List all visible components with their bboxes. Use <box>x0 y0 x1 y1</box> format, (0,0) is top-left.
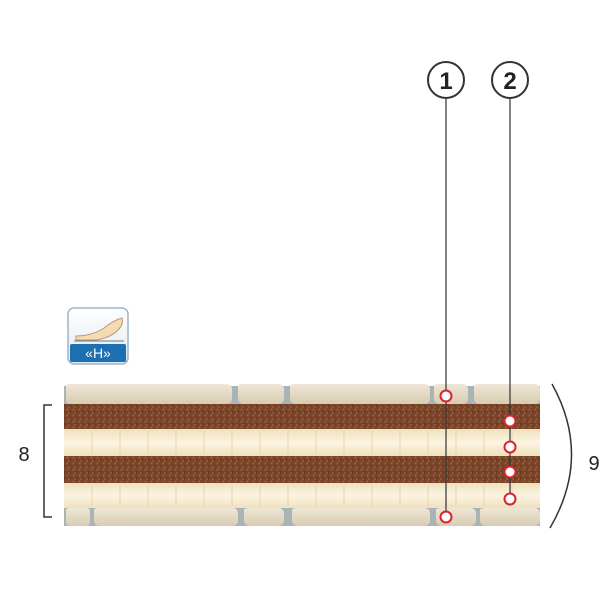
coir-layer-top <box>64 404 540 429</box>
callout-2-marker-4 <box>503 492 517 506</box>
callout-2-marker-1 <box>503 414 517 428</box>
callout-1: 1 <box>427 61 465 524</box>
total-height-label: 9 <box>588 453 599 475</box>
badge-label: «H» <box>85 345 111 361</box>
callout-2-marker-2 <box>503 440 517 454</box>
hand-on-surface-icon <box>74 317 124 342</box>
top-outer-layer <box>64 384 540 404</box>
core-height-label: 8 <box>18 444 29 466</box>
callout-2-marker-3 <box>503 465 517 479</box>
mattress-cross-section <box>64 384 540 526</box>
bottom-outer-layer <box>64 508 540 526</box>
foam-layer-upper <box>64 429 540 456</box>
callout-1-label: 1 <box>439 68 452 95</box>
callout-1-marker-bottom <box>439 510 453 524</box>
core-height-dimension: 8 <box>18 404 52 518</box>
callout-2-label: 2 <box>503 68 516 95</box>
callout-2: 2 <box>491 61 529 506</box>
callout-1-marker-top <box>439 389 453 403</box>
foam-layer-lower <box>64 483 540 508</box>
total-height-dimension: 9 <box>549 383 600 529</box>
firmness-badge: «H» <box>67 307 129 365</box>
coir-layer-middle <box>64 456 540 483</box>
